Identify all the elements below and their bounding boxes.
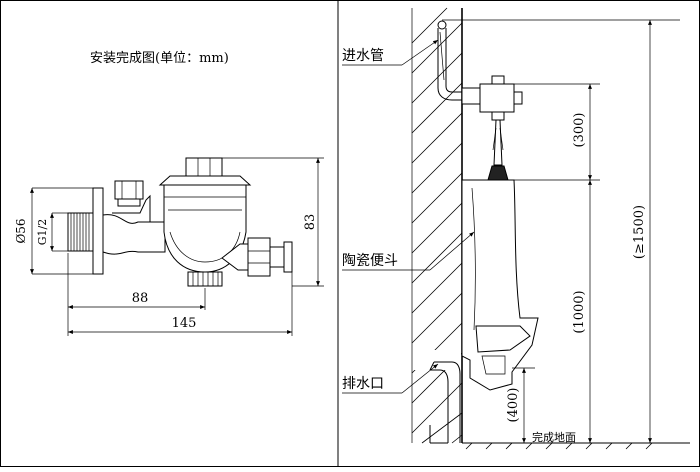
valve-height-label: (300) — [572, 113, 587, 148]
wall — [411, 7, 463, 444]
callout-labels: 进水管 陶瓷便斗 排水口 完成地面 — [342, 39, 576, 444]
diameter-label: Ø56 — [14, 218, 28, 243]
outlet-thread — [187, 271, 223, 287]
total-height-label: (≥1500) — [632, 205, 647, 259]
inlet-pipe — [437, 20, 480, 101]
drain-height-label: (400) — [506, 388, 521, 423]
thread-label: G1/2 — [36, 219, 49, 246]
height-label: 83 — [303, 214, 318, 231]
ceramic-urinal — [461, 179, 539, 391]
flush-valve-drawing — [32, 157, 293, 287]
drain-pipe — [429, 361, 461, 444]
wall-flange — [92, 187, 104, 275]
right-dimensions: (300) (1000) (≥1500) (400) — [442, 19, 680, 443]
urinal-height-label: (1000) — [572, 290, 587, 333]
valve-neck — [102, 214, 166, 255]
drain-label: 排水口 — [342, 376, 384, 392]
inlet-nut — [114, 180, 144, 200]
top-hex-nut — [185, 157, 223, 177]
push-button — [283, 241, 293, 273]
finished-floor — [462, 442, 690, 450]
spray-nozzle — [487, 165, 509, 181]
outlet-distance-label: 88 — [132, 291, 149, 306]
floor-label: 完成地面 — [532, 430, 576, 444]
urinal-label: 陶瓷便斗 — [342, 253, 398, 269]
side-nut — [247, 237, 271, 277]
left-dimensions: Ø56 G1/2 83 88 145 — [14, 157, 324, 336]
mounted-flush-valve — [461, 75, 523, 181]
valve-cap — [158, 175, 252, 186]
drawing-title: 安装完成图(单位：mm) — [90, 51, 229, 66]
total-length-label: 145 — [172, 316, 197, 331]
inlet-pipe-label: 进水管 — [342, 48, 384, 64]
